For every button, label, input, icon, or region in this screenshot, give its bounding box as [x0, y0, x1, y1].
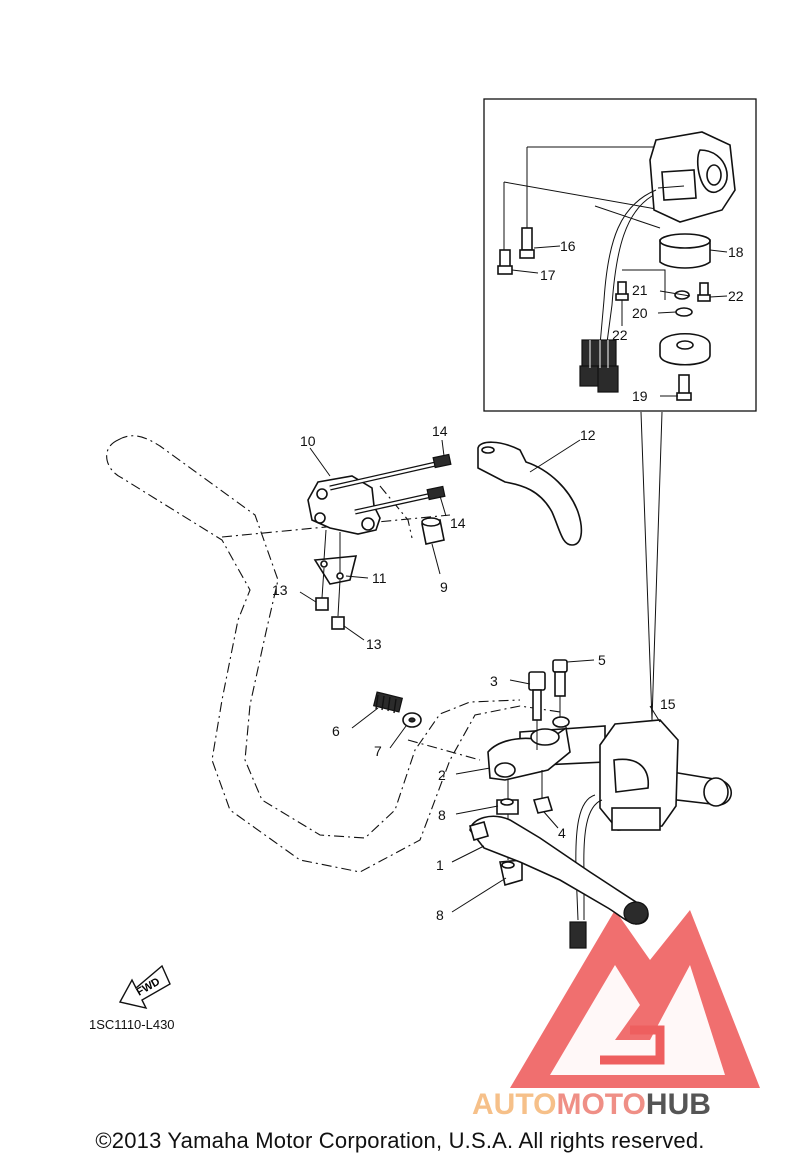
- callout-15: 15: [660, 696, 676, 712]
- callout-14-top: 14: [432, 423, 448, 439]
- callout-2: 2: [438, 767, 446, 783]
- callout-3: 3: [490, 673, 498, 689]
- callout-7: 7: [374, 743, 382, 759]
- callout-13-top: 13: [272, 582, 288, 598]
- callout-18: 18: [728, 244, 744, 260]
- callout-leaders: [299, 245, 728, 913]
- callout-16: 16: [560, 238, 576, 254]
- callout-8-bottom: 8: [436, 907, 444, 923]
- callout-8-top: 8: [438, 807, 446, 823]
- callout-labels: 16 17 18 21 22 20 22 19 10 14 14 12 9 11…: [272, 238, 744, 923]
- callout-22-right: 22: [728, 288, 744, 304]
- callout-21: 21: [632, 282, 648, 298]
- forward-arrow-icon: FWD: [118, 964, 171, 1010]
- clutch-lever-assembly: [372, 659, 733, 949]
- callout-6: 6: [332, 723, 340, 739]
- watermark-hub: HUB: [646, 1088, 711, 1121]
- callout-11: 11: [372, 570, 387, 586]
- callout-1: 1: [436, 857, 444, 873]
- watermark-moto: MOTO: [556, 1088, 645, 1121]
- callout-20: 20: [632, 305, 648, 321]
- callout-9: 9: [440, 579, 448, 595]
- callout-14-bottom: 14: [450, 515, 466, 531]
- copyright-notice: ©2013 Yamaha Motor Corporation, U.S.A. A…: [95, 1128, 705, 1153]
- svg-text:AUTOMOTOHUB: AUTOMOTOHUB: [472, 1088, 711, 1121]
- callout-22-left: 22: [612, 327, 628, 343]
- watermark-auto: AUTO: [472, 1088, 556, 1121]
- callout-19: 19: [632, 388, 648, 404]
- callout-4: 4: [558, 825, 566, 841]
- callout-10: 10: [300, 433, 316, 449]
- automotohub-logo: AUTOMOTOHUB: [472, 910, 760, 1121]
- callout-17: 17: [540, 267, 556, 283]
- callout-5: 5: [598, 652, 606, 668]
- drawing-code: 1SC1110-L430: [89, 1017, 175, 1032]
- callout-13-bottom: 13: [366, 636, 382, 652]
- parking-lever-assembly: [307, 441, 583, 630]
- callout-12: 12: [580, 427, 596, 443]
- switch-detail-box: [483, 98, 757, 721]
